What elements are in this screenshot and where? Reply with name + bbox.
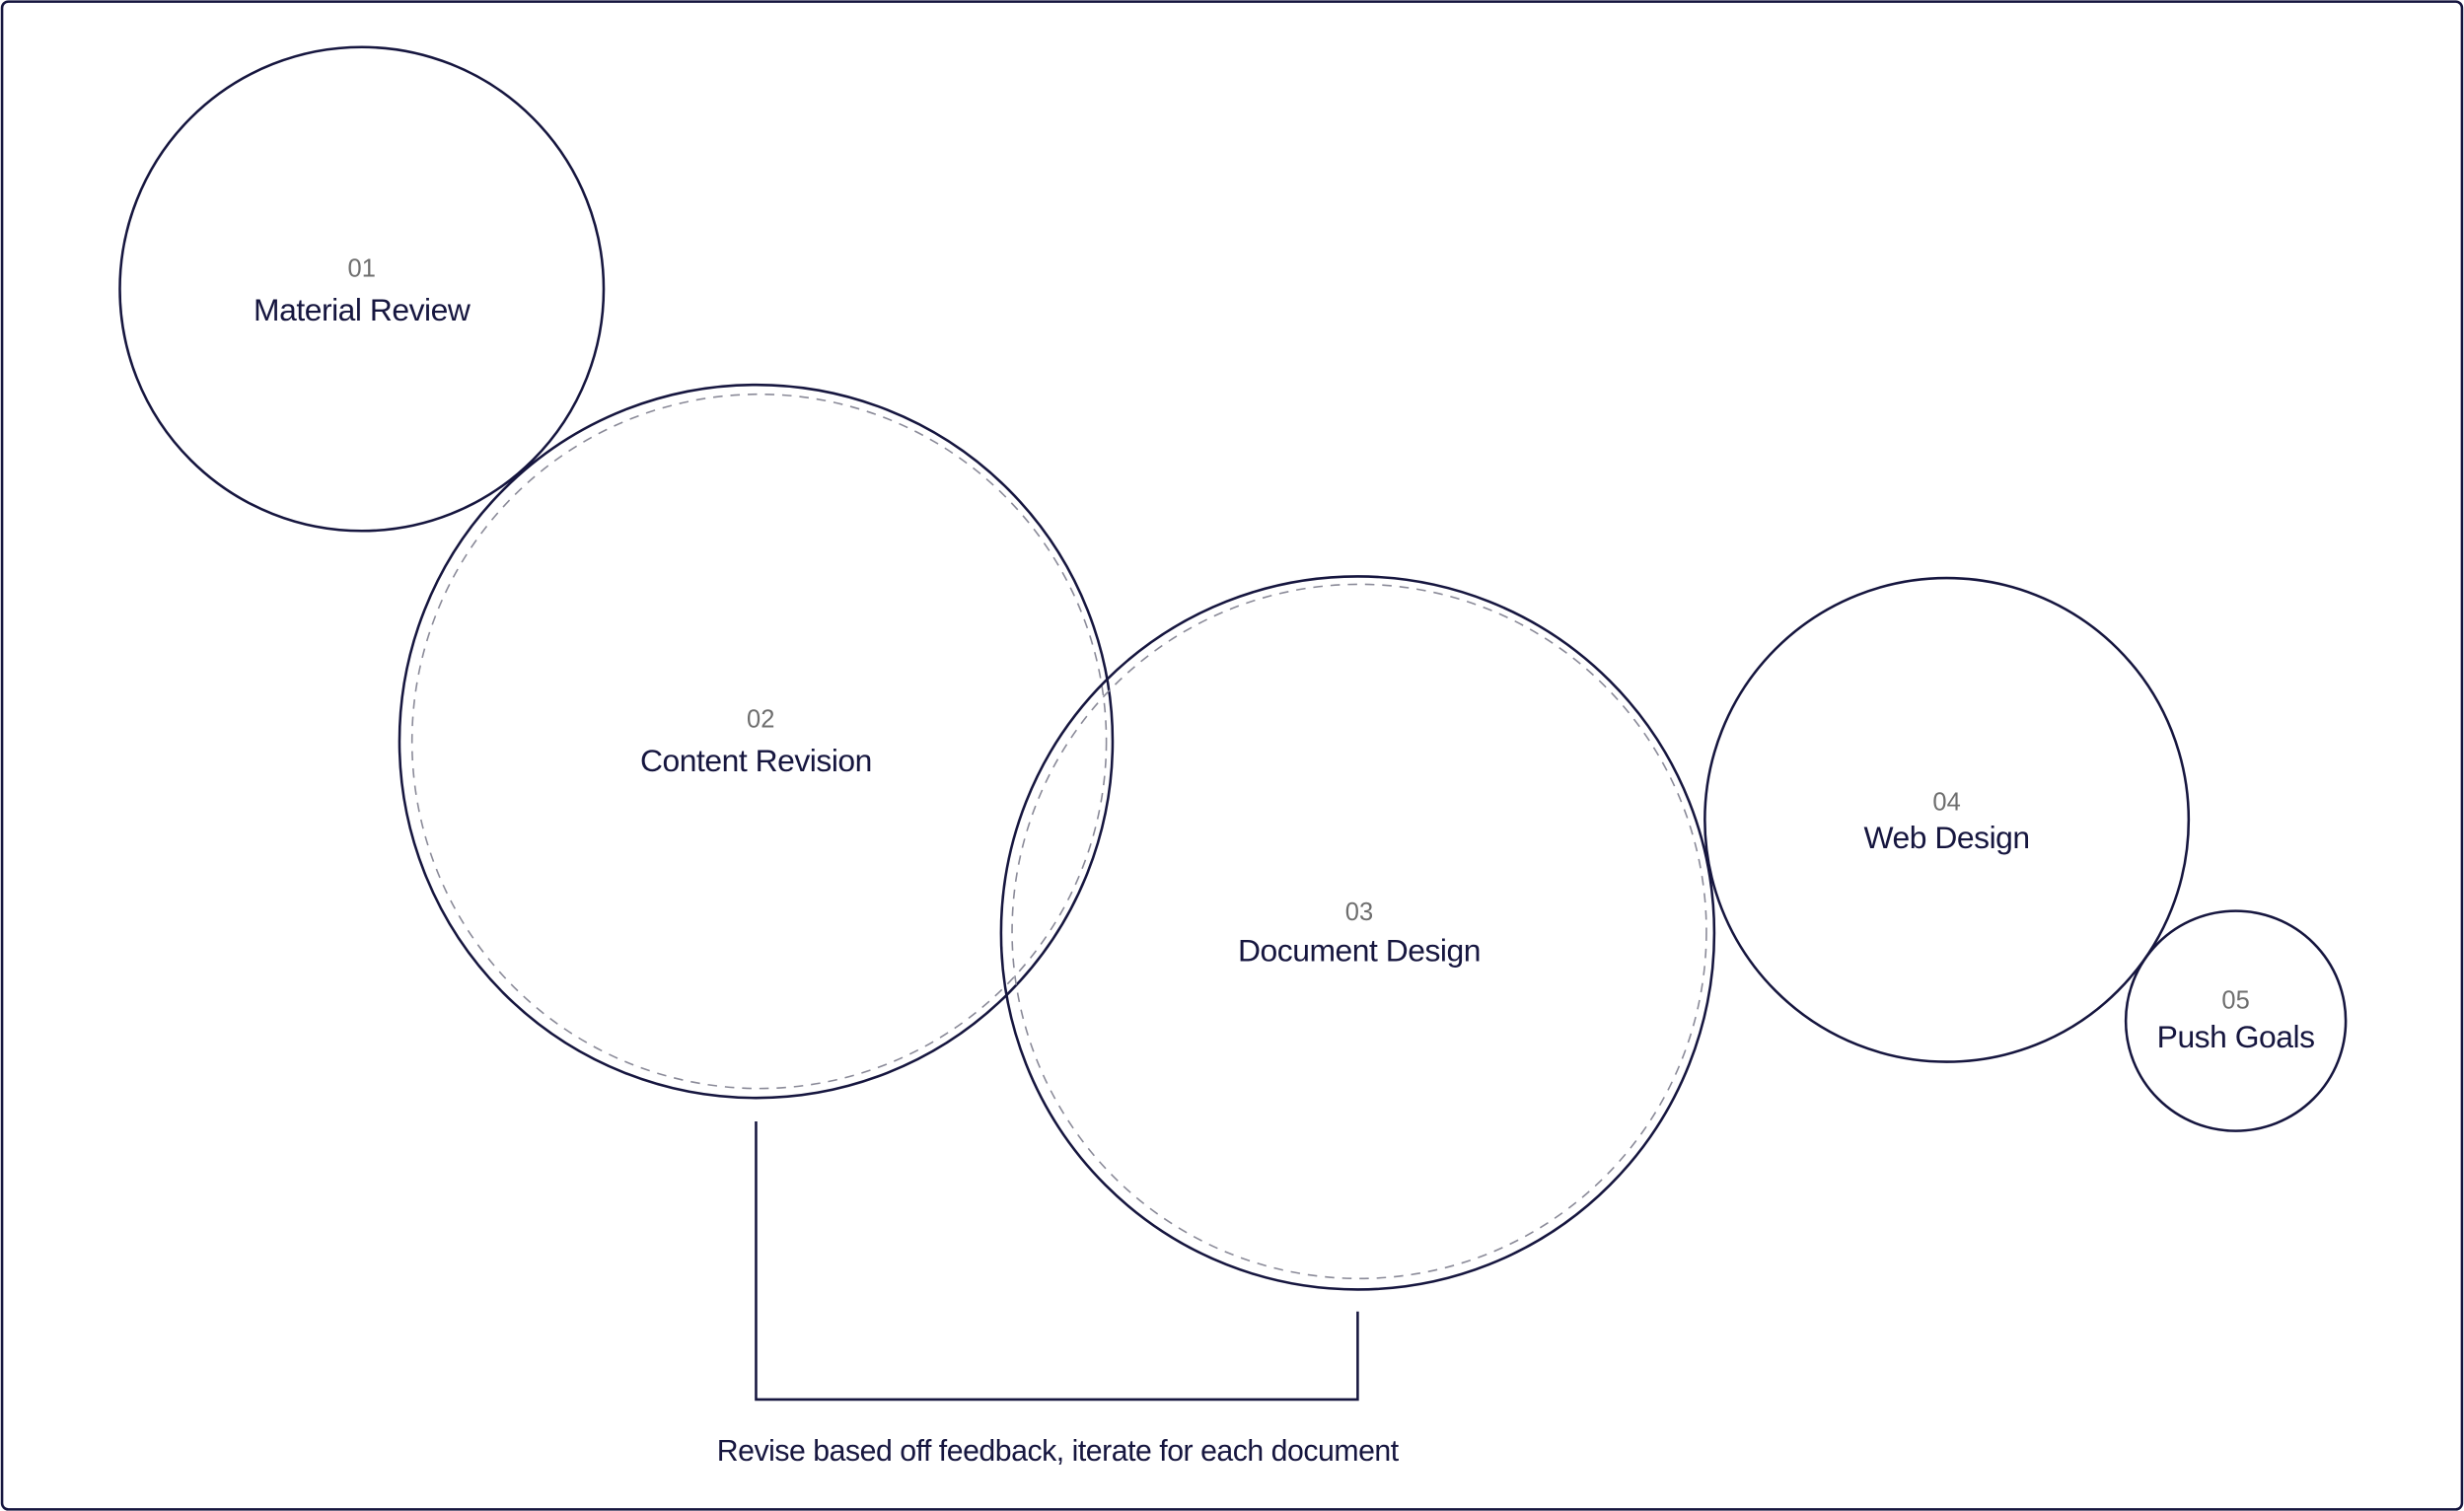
stage-number: 04 [1932,789,1960,817]
stage-02-content-revision: 02 Content Revision [398,383,1115,1100]
stage-circle [398,383,1115,1100]
iteration-dashed-circle [410,393,1108,1090]
bracket-caption: Revise based off feedback, iterate for e… [717,1435,1400,1468]
stage-04-web-design: 04 Web Design [1703,576,2191,1063]
stage-number: 03 [1345,899,1373,926]
iteration-dashed-circle [1011,583,1707,1280]
stage-circle [1703,576,2191,1063]
stage-number: 01 [348,254,376,282]
stage-label: Material Review [254,292,471,327]
stage-label: Push Goals [2157,1019,2315,1054]
stage-label: Document Design [1238,933,1481,969]
stage-circle [118,45,606,533]
stage-circle [2124,909,2348,1132]
stage-number: 05 [2221,986,2249,1014]
stage-number: 02 [747,705,774,733]
stage-05-push-goals: 05 Push Goals [2124,909,2348,1132]
bracket-line [755,1121,1359,1402]
stage-label: Web Design [1864,820,2030,855]
stage-circle [999,575,1716,1291]
feedback-bracket: Revise based off feedback, iterate for e… [717,1121,1400,1468]
stage-03-document-design: 03 Document Design [999,575,1716,1291]
stage-01-material-review: 01 Material Review [118,45,606,533]
stage-label: Content Revision [640,743,872,778]
